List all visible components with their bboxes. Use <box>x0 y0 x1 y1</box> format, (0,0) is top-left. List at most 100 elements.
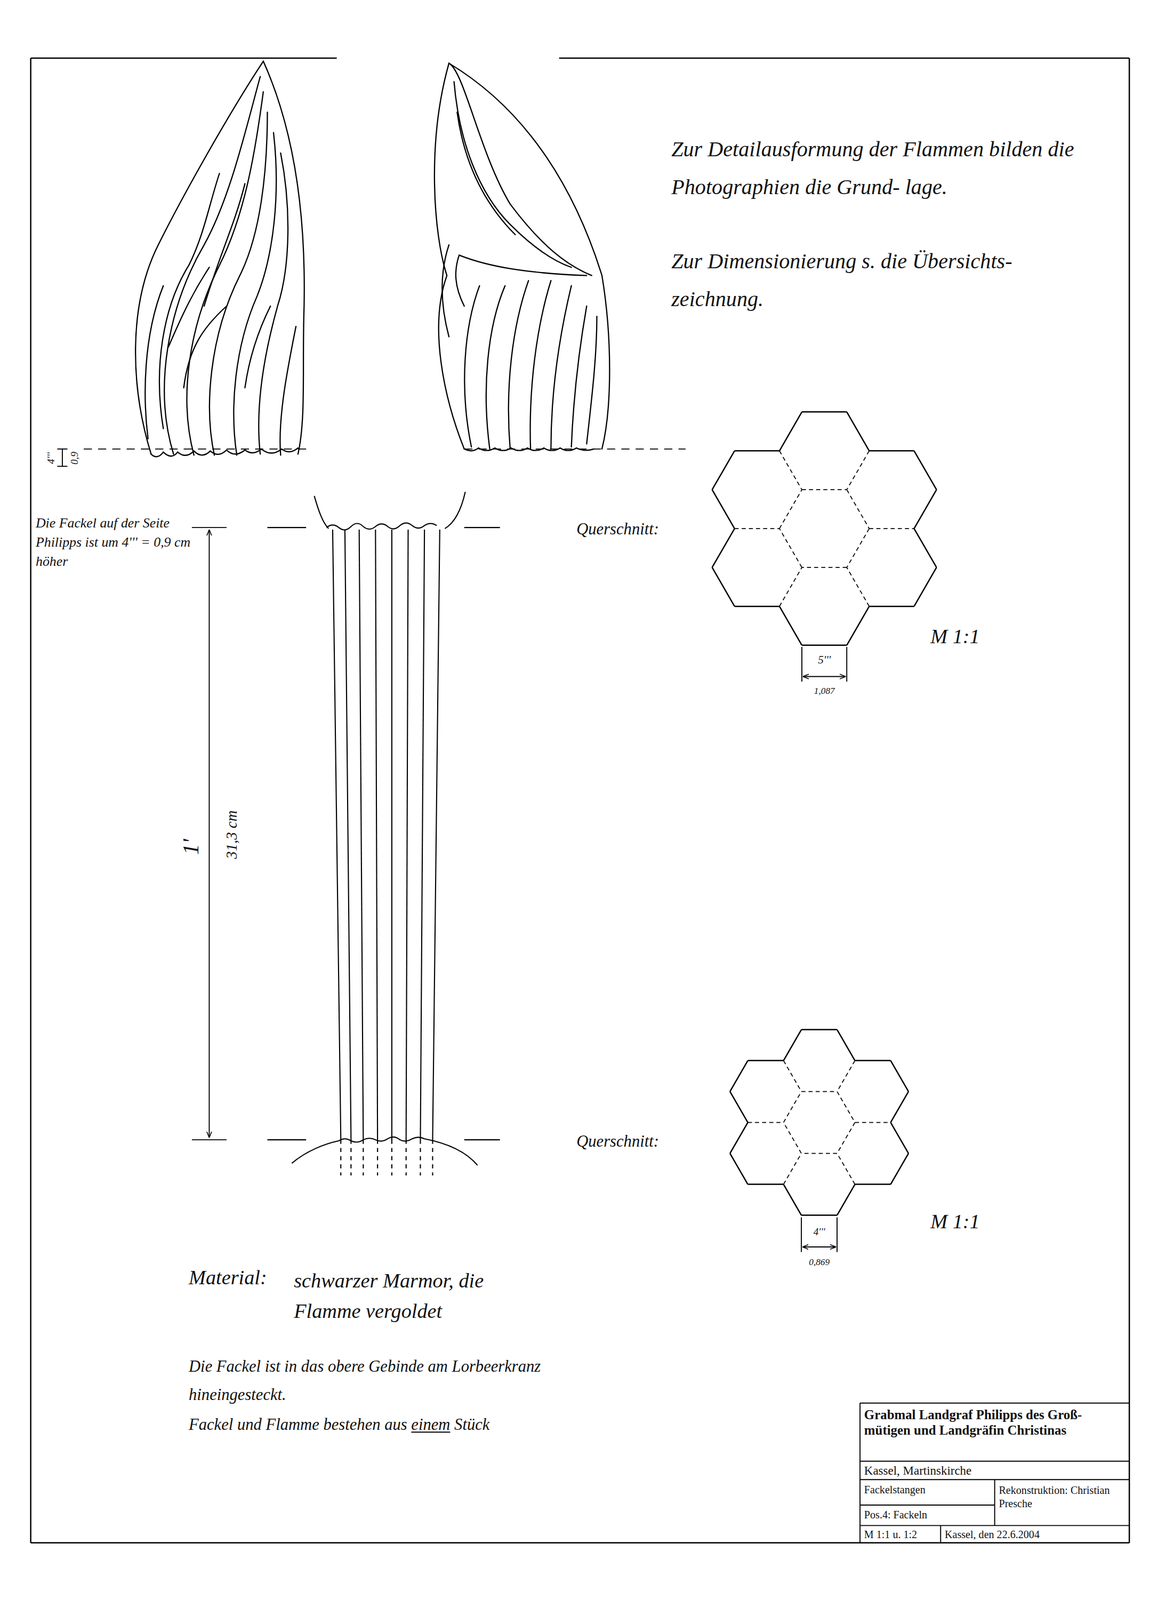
inner-hex-edge <box>801 488 847 490</box>
inner-hex-edge <box>846 450 870 490</box>
outer-hex-edge <box>779 411 802 451</box>
outer-hex-edge <box>734 449 780 452</box>
outer-hex-edge <box>783 1029 802 1061</box>
height-difference-dimension <box>57 448 68 467</box>
shaft-edge <box>406 529 409 1140</box>
shaft-hidden-edge <box>340 1139 342 1176</box>
inner-hex-edge <box>846 528 870 568</box>
inner-hex-edge <box>855 1121 891 1123</box>
shaft-edge <box>375 529 378 1140</box>
outer-hex-edge <box>846 411 870 451</box>
title-block-cell: Kassel, den 22.6.2004 <box>944 1527 1040 1541</box>
cross-section-bottom <box>729 1029 909 1216</box>
inner-hex-edge <box>734 527 780 529</box>
title-block-cell: Rekonstruktion: Christian Presche <box>998 1483 1125 1510</box>
shaft-edge <box>332 529 341 1140</box>
outer-hex-edge <box>914 489 937 529</box>
inner-hex-edge <box>783 1153 802 1185</box>
flame-side-view <box>434 63 610 452</box>
shaft-hidden-edge <box>405 1139 407 1176</box>
title-block-cell: Kassel, Martinskirche <box>864 1462 972 1478</box>
shaft-edge <box>432 529 440 1140</box>
scale-label: M 1:1 <box>930 624 980 649</box>
outer-hex-edge <box>712 450 735 490</box>
outer-hex-edge <box>748 1183 784 1185</box>
outer-hex-edge <box>846 606 870 646</box>
shaft-hidden-edge <box>376 1139 379 1176</box>
outer-hex-edge <box>890 1153 909 1185</box>
outer-hex-edge <box>734 605 780 607</box>
dimension-label: 31,3 cm <box>222 810 241 859</box>
outer-hex-edge <box>801 644 847 646</box>
scale-label: M 1:1 <box>930 1209 980 1234</box>
inner-hex-edge <box>837 1091 855 1123</box>
outer-hex-edge <box>914 567 937 607</box>
outer-hex-edge <box>729 1122 748 1154</box>
outer-hex-edge <box>837 1029 855 1061</box>
shaft-edge <box>359 529 364 1140</box>
inner-hex-edge <box>869 527 914 529</box>
title-block-cell: M 1:1 u. 1:2 <box>864 1527 918 1541</box>
cross-section-top <box>712 411 937 645</box>
title-block-grid <box>859 1402 1130 1543</box>
dimension-label: 1' <box>177 838 205 855</box>
torch-shaft <box>267 491 500 1176</box>
inner-hex-edge <box>779 489 802 529</box>
outer-hex-edge <box>783 1184 802 1216</box>
dimension-label: 4''' <box>44 452 58 464</box>
title-block-cell: Fackelstangen <box>864 1482 926 1496</box>
inner-hex-edge <box>801 1152 838 1154</box>
outer-hex-edge <box>914 528 937 568</box>
outer-hex-edge <box>890 1091 909 1123</box>
outer-hex-edge <box>712 567 735 607</box>
dimension-label: 1,087 <box>814 685 835 697</box>
note-text: Die Fackel auf der Seite Philipps ist um… <box>35 513 195 572</box>
outer-hex-edge <box>801 1028 838 1030</box>
note-text: Zur Detailausformung der Flammen bilden … <box>671 130 1105 207</box>
outer-hex-edge <box>748 1059 784 1061</box>
outer-hex-edge <box>729 1091 748 1123</box>
outer-hex-edge <box>869 449 914 452</box>
outer-hex-edge <box>855 1183 891 1185</box>
outer-hex-edge <box>712 528 735 568</box>
inner-hex-edge <box>779 567 802 607</box>
dimension-label: 4''' <box>813 1225 826 1238</box>
outer-hex-edge <box>712 489 735 529</box>
shaft-edge <box>391 529 393 1140</box>
title-block-cell: Pos.4: Fackeln <box>864 1507 928 1521</box>
shaft-hidden-edge <box>419 1139 421 1176</box>
note-text: Zur Dimensionierung s. die Übersichts- z… <box>671 242 1105 319</box>
outer-hex-edge <box>779 606 802 646</box>
inner-hex-edge <box>837 1060 855 1092</box>
inner-hex-edge <box>783 1091 802 1123</box>
section-label: Querschnitt: <box>576 519 659 540</box>
inner-hex-edge <box>783 1122 802 1154</box>
baseline <box>83 448 686 450</box>
inner-hex-edge <box>837 1122 855 1154</box>
outer-hex-edge <box>890 1060 909 1092</box>
length-dimension <box>191 527 227 1140</box>
inner-hex-edge <box>846 489 870 529</box>
inner-hex-edge <box>779 450 802 490</box>
outer-hex-edge <box>801 411 847 413</box>
dimension-label: 5''' <box>817 653 831 667</box>
shaft-hidden-edge <box>362 1139 364 1176</box>
outer-hex-edge <box>729 1060 748 1092</box>
dimension-label: 0,9 <box>68 451 81 465</box>
dimension-label: 0,869 <box>808 1256 830 1268</box>
inner-hex-edge <box>801 1090 838 1092</box>
section-label: Querschnitt: <box>576 1131 659 1152</box>
outer-hex-edge <box>869 605 914 607</box>
shaft-hidden-edge <box>350 1139 352 1176</box>
inner-hex-edge <box>779 528 802 568</box>
note-text: Fackel und Flamme bestehen aus einem Stü… <box>188 1410 546 1439</box>
flame-front-view <box>135 61 305 457</box>
title-block-cell: Grabmal Landgraf Philipps des Groß- müti… <box>864 1406 1126 1438</box>
outer-hex-edge <box>837 1184 855 1216</box>
material-text: schwarzer Marmor, die Flamme vergoldet <box>293 1265 529 1327</box>
outer-hex-edge <box>801 1213 838 1216</box>
shaft-hidden-edge <box>431 1139 433 1176</box>
